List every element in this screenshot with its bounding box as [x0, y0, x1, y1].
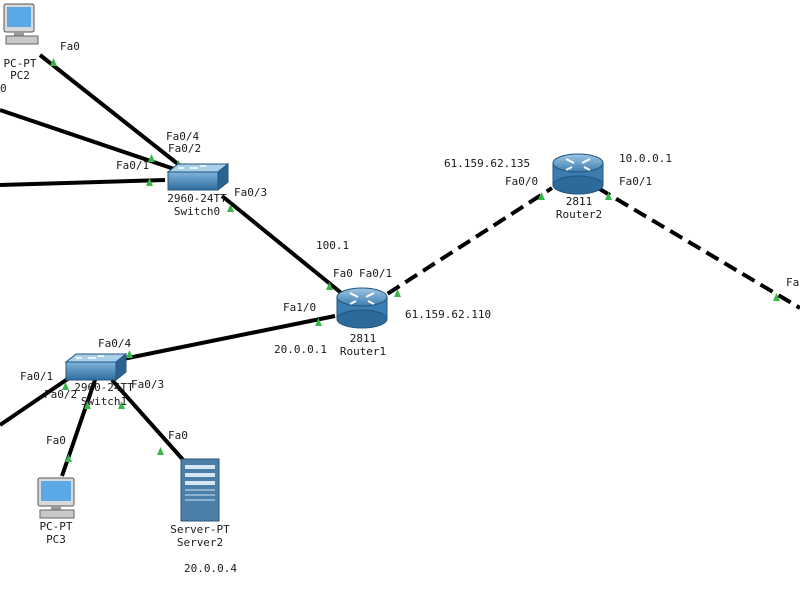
pc2-fa0-port-label: Fa0	[60, 40, 80, 53]
port-sw1-fa02-indicator	[84, 401, 91, 409]
switch0-model-label: 2960-24TT	[167, 192, 227, 205]
link-switch0-left-upper[interactable]	[0, 108, 184, 174]
sw0-fa03-port-label: Fa0/3	[234, 186, 268, 199]
r2-fa00-port-label: Fa0/0	[505, 175, 539, 188]
switch0-name-label: Switch0	[173, 205, 221, 218]
port-right-edge-indicator	[773, 293, 780, 301]
switch1-device-icon[interactable]	[64, 352, 128, 382]
r1-fa10-port-label: Fa1/0	[283, 301, 317, 314]
router2-name-label: Router2	[555, 208, 603, 221]
link-switch1-left[interactable]	[0, 374, 74, 427]
switch0-device-icon[interactable]	[166, 162, 230, 192]
router2-model-label: 2811	[565, 195, 593, 208]
link-router1-switch1[interactable]	[117, 314, 336, 362]
server2-model-label: Server-PT	[170, 523, 230, 536]
sw1-fa04-port-label: Fa0/4	[98, 337, 132, 350]
router1-device-icon[interactable]	[336, 287, 388, 329]
port-pc3-fa0-indicator	[65, 454, 72, 462]
r2-fa01-address-label: 10.0.0.1	[619, 152, 672, 165]
link-switch0-left-lower[interactable]	[0, 178, 166, 187]
sw1-fa02-port-label: Fa0/2	[44, 388, 78, 401]
port-srv2-fa0-indicator	[157, 447, 164, 455]
port-r2-fa01-indicator	[605, 192, 612, 200]
links	[0, 53, 800, 477]
port-r1-fa0-indicator	[326, 282, 333, 290]
r2-fa01-port-label: Fa0/1	[619, 175, 653, 188]
switch1-name-label: Switch1	[80, 395, 128, 408]
router1-model-label: 2811	[349, 332, 377, 345]
link-router1-router2[interactable]	[368, 186, 554, 307]
link-router2-right[interactable]	[596, 186, 800, 310]
srv2-fa0-port-label: Fa0	[168, 429, 188, 442]
right-edge-port-label: Fa	[786, 276, 800, 289]
server2-device-icon[interactable]	[180, 458, 220, 522]
port-pc2-fa0-indicator	[50, 58, 57, 66]
pc2-device-icon[interactable]	[3, 3, 39, 45]
pc3-model-label: PC-PT	[39, 520, 73, 533]
pc2-name-label: PC2	[10, 69, 30, 82]
port-sw1-fa04-indicator	[126, 350, 133, 358]
r1-fa01-address-label: 61.159.62.110	[405, 308, 492, 321]
router1-name-label: Router1	[339, 345, 387, 358]
r1-fa10-address-label: 20.0.0.1	[274, 343, 327, 356]
r1-fa0-port-label: Fa0	[333, 267, 353, 280]
server2-name-label: Server2	[176, 536, 224, 549]
pc3-device-icon[interactable]	[37, 477, 75, 519]
r2-fa00-address-label: 61.159.62.135	[444, 157, 531, 170]
link-switch0-pc2[interactable]	[38, 53, 185, 170]
pc2-model-label: PC-PT	[3, 57, 37, 70]
sw0-fa01-port-label: Fa0/1	[116, 159, 150, 172]
switch1-model-label: 2960-24TT	[74, 381, 134, 394]
port-sw0-fa03-indicator	[227, 204, 234, 212]
r1-fa0-address-label: 100.1	[316, 239, 350, 252]
sw1-fa01-port-label: Fa0/1	[20, 370, 54, 383]
port-sw0-fa01-indicator	[146, 178, 153, 186]
port-r2-fa00-indicator	[538, 192, 545, 200]
server2-address-label: 20.0.0.4	[184, 562, 237, 575]
link-switch0-router1[interactable]	[220, 194, 347, 298]
port-sw1-fa03-indicator	[118, 401, 125, 409]
sw1-fa03-port-label: Fa0/3	[131, 378, 165, 391]
port-r1-fa01-indicator	[394, 289, 401, 297]
port-sw0-fa04-indicator	[148, 154, 155, 162]
pc3-fa0-port-label: Fa0	[46, 434, 66, 447]
cut-off-port-label: 0	[0, 82, 7, 95]
router2-device-icon[interactable]	[552, 153, 604, 195]
sw0-fa04-port-label: Fa0/4	[166, 130, 200, 143]
link-switch1-server2[interactable]	[110, 378, 187, 464]
r1-fa01-port-label: Fa0/1	[359, 267, 393, 280]
sw0-fa02-port-label: Fa0/2	[168, 142, 202, 155]
pc3-name-label: PC3	[46, 533, 66, 546]
port-r1-fa10-indicator	[315, 318, 322, 326]
port-indicators	[50, 58, 780, 462]
port-sw1-fa01-indicator	[62, 382, 69, 390]
